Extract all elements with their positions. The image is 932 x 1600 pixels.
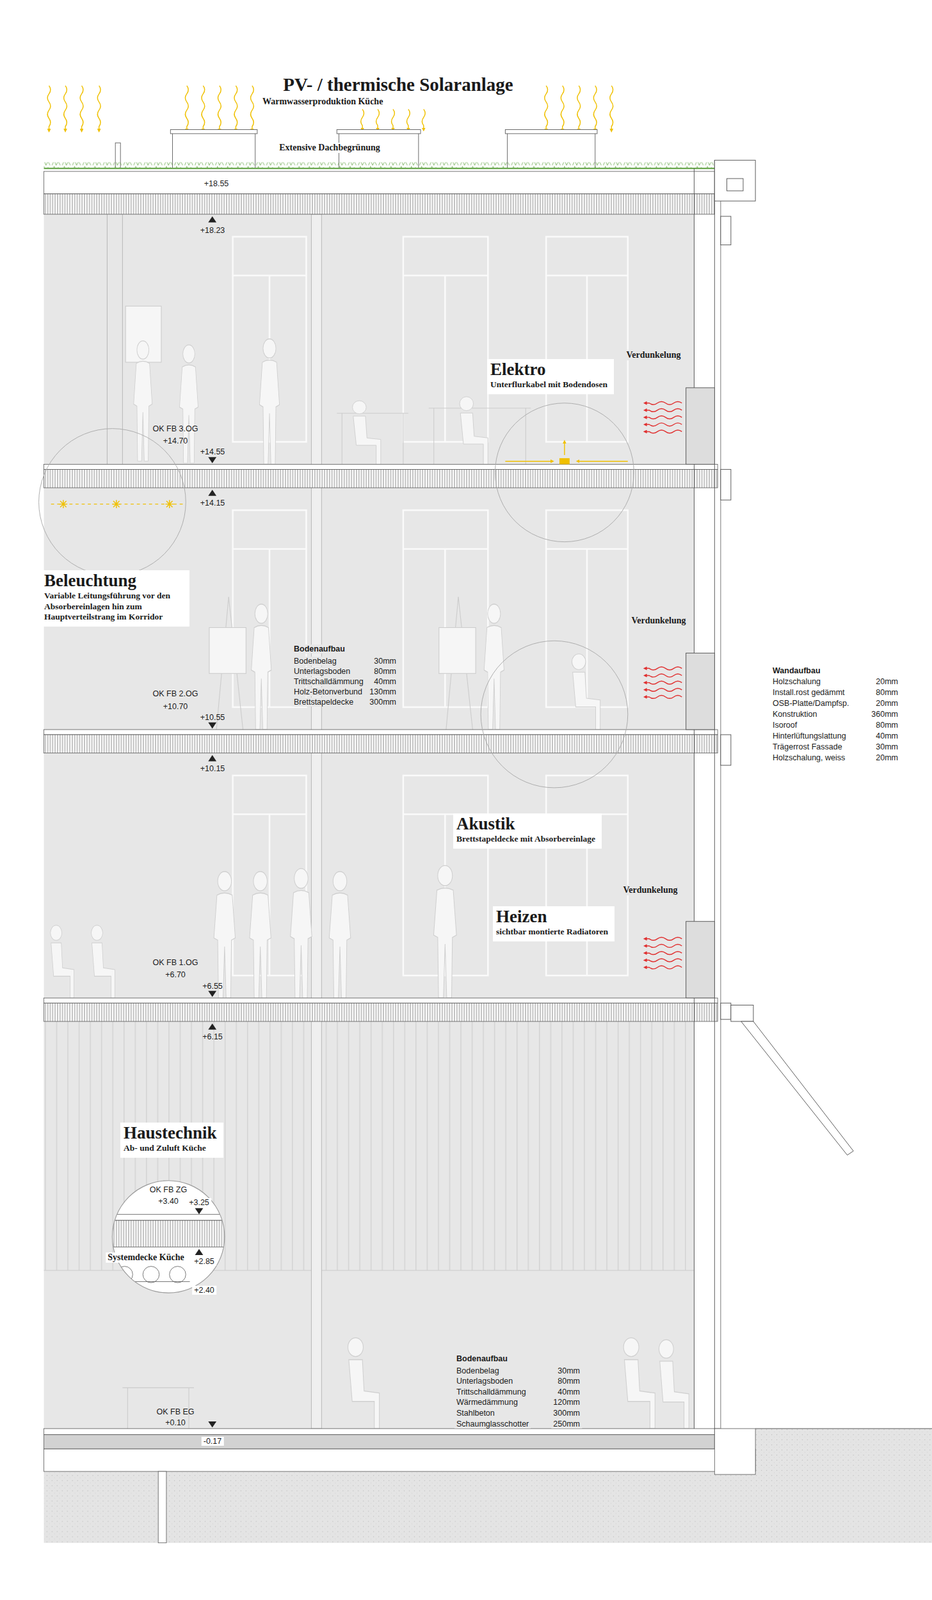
- level-mark: +10.55: [200, 713, 226, 723]
- level-mark: +14.55: [200, 447, 226, 457]
- table-cell: Holzschalung: [772, 677, 821, 687]
- table-cell: 40mm: [371, 677, 399, 687]
- rooms: [44, 214, 695, 1429]
- lighting-electric: [51, 442, 628, 509]
- table-cell: Bodenbelag: [291, 656, 339, 666]
- table-heading: Bodenaufbau: [291, 644, 347, 654]
- level-mark: +2.85: [192, 1257, 217, 1267]
- callout-box: Heizensichtbar montierte Radiatoren: [492, 906, 615, 942]
- table-cell: Unterlagsboden: [454, 1376, 515, 1386]
- table-cell: Isoroof: [772, 720, 797, 730]
- table-cell: 40mm: [555, 1387, 582, 1397]
- table-cell: Trittschalldämmung: [291, 677, 366, 687]
- table-cell: Konstruktion: [772, 709, 817, 719]
- table-cell: Hinterlüftungslattung: [772, 731, 847, 741]
- table-cell: 30mm: [875, 742, 899, 752]
- callout-text: Variable Leitungsführung vor den Absorbe…: [44, 590, 184, 624]
- detail-circles: [39, 403, 635, 788]
- level-mark: -0.17: [201, 1437, 225, 1447]
- table-cell: Holz-Betonverbund: [291, 687, 365, 697]
- table-cell: Trittschalldämmung: [454, 1387, 529, 1397]
- level-mark: +14.70: [163, 436, 189, 446]
- table-cell: 80mm: [555, 1376, 582, 1386]
- level-mark: +6.15: [202, 1032, 223, 1042]
- level-mark: OK FB 1.OG: [152, 958, 199, 968]
- table-cell: 20mm: [875, 677, 899, 687]
- ventilation-detail: [101, 1181, 235, 1294]
- level-mark: OK FB ZG: [147, 1185, 189, 1195]
- ground: [44, 1428, 932, 1544]
- table-cell: 130mm: [367, 687, 399, 697]
- table-cell: 80mm: [875, 688, 899, 698]
- level-mark: +10.70: [163, 702, 189, 712]
- callout-text: Ab- und Zuluft Küche: [123, 1143, 217, 1155]
- callout-text: Unterflurkabel mit Bodendosen: [490, 379, 608, 391]
- level-mark: OK FB 2.OG: [152, 689, 199, 699]
- table-cell: 30mm: [371, 656, 399, 666]
- table-cell: Trägerrost Fassade: [772, 742, 843, 752]
- table-cell: Brettstapeldecke: [291, 697, 356, 707]
- diagram-title: PV- / thermische Solaranlage: [282, 74, 513, 96]
- table-cell: OSB-Platte/Dampfsp.: [772, 699, 850, 708]
- table-cell: 120mm: [551, 1398, 582, 1407]
- level-mark: +10.15: [200, 764, 226, 774]
- level-mark: OK FB EG: [156, 1407, 194, 1417]
- table-cell: Holzschalung, weiss: [772, 753, 845, 763]
- radiator-heat: [645, 401, 682, 969]
- table-cell: Wärmedämmung: [454, 1398, 520, 1407]
- table-cell: 250mm: [551, 1419, 582, 1429]
- annotation: Verdunkelung: [620, 885, 680, 896]
- table-cell: 20mm: [875, 699, 899, 708]
- callout-heading: Beleuchtung: [44, 571, 184, 591]
- table-cell: Schaumglasschotter: [454, 1419, 531, 1429]
- table-cell: 300mm: [551, 1408, 582, 1418]
- level-mark: +18.23: [200, 225, 226, 235]
- callout-text: Brettstapeldecke mit Absorbereinlage: [456, 834, 596, 845]
- annotation: Warmwasserproduktion Küche: [262, 96, 383, 107]
- callout-heading: Akustik: [456, 814, 596, 835]
- table-cell: Install.rost gedämmt: [772, 688, 845, 698]
- level-mark: +0.10: [165, 1418, 186, 1428]
- callout-heading: Elektro: [490, 360, 608, 380]
- table-cell: 300mm: [367, 697, 399, 707]
- table-cell: 80mm: [371, 666, 399, 676]
- table-heading: Wandaufbau: [772, 666, 821, 676]
- windows: [233, 236, 628, 976]
- level-mark: +6.55: [202, 981, 223, 991]
- table-cell: 80mm: [875, 720, 899, 730]
- level-mark: +3.40: [156, 1197, 181, 1206]
- annotation: Verdunkelung: [629, 615, 688, 627]
- callout-box: AkustikBrettstapeldecke mit Absorbereinl…: [453, 813, 602, 849]
- level-mark: OK FB 3.OG: [152, 424, 199, 434]
- callout-heading: Heizen: [496, 907, 609, 927]
- callout-box: HaustechnikAb- und Zuluft Küche: [120, 1122, 224, 1158]
- table-cell: Stahlbeton: [454, 1408, 497, 1418]
- level-mark: +2.40: [192, 1285, 217, 1295]
- level-mark: +14.15: [200, 498, 226, 508]
- facade: [686, 160, 854, 1450]
- roof: [44, 162, 716, 215]
- level-mark: +6.70: [165, 970, 186, 980]
- level-mark: +18.55: [202, 179, 232, 189]
- table-cell: 30mm: [555, 1366, 582, 1376]
- annotation: Extensive Dachbegrünung: [277, 142, 383, 153]
- callout-box: BeleuchtungVariable Leitungsführung vor …: [40, 570, 190, 627]
- callout-text: sichtbar montierte Radiatoren: [496, 926, 609, 938]
- level-mark: +3.25: [186, 1198, 212, 1208]
- table-heading: Bodenaufbau: [454, 1354, 510, 1364]
- table-cell: 40mm: [875, 731, 899, 741]
- table-cell: Unterlagsboden: [291, 666, 353, 676]
- table-cell: 360mm: [871, 709, 899, 719]
- table-cell: 20mm: [875, 753, 899, 763]
- callout-box: ElektroUnterflurkabel mit Bodendosen: [487, 359, 614, 395]
- annotation: Verdunkelung: [624, 350, 683, 361]
- people: [50, 338, 689, 1429]
- annotation: Systemdecke Küche: [105, 1252, 186, 1263]
- callout-heading: Haustechnik: [123, 1124, 217, 1144]
- table-cell: Bodenbelag: [454, 1366, 502, 1376]
